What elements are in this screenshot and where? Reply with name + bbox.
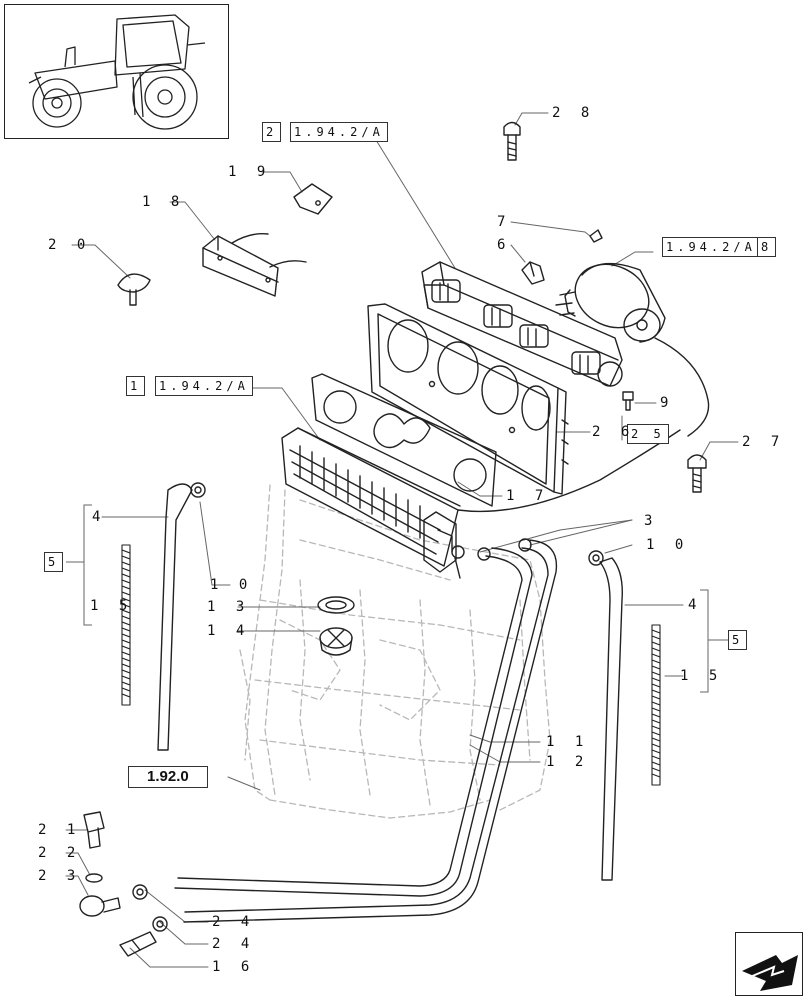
bolt-28	[503, 121, 521, 161]
callout-10-right: 1 0	[646, 537, 690, 553]
clamp-24b	[152, 916, 168, 932]
bolt-27	[687, 454, 707, 493]
screw-7	[589, 229, 603, 243]
hose-4-left	[157, 482, 206, 751]
callout-4-left: 4	[92, 509, 107, 525]
back-arrow-icon	[742, 955, 798, 991]
callout-9: 9	[660, 395, 675, 411]
callout-4-right: 4	[688, 597, 703, 613]
clip-6	[521, 261, 545, 285]
ref-box-5-right[interactable]: 5	[728, 630, 748, 650]
callout-28: 2 8	[552, 105, 596, 121]
ref-box-1-page[interactable]: 1.94.2/A	[155, 376, 253, 396]
blower-motor	[555, 262, 710, 437]
tractor-thumbnail	[4, 4, 229, 139]
callout-23: 2 3	[38, 868, 82, 884]
callout-7: 7	[497, 214, 512, 230]
hose-4-right	[588, 550, 623, 881]
callout-17: 1 7	[506, 488, 550, 504]
ref-box-8-page[interactable]: 1.94.2/A	[662, 237, 760, 257]
clamp-24a	[132, 884, 148, 900]
ref-box-5-left[interactable]: 5	[44, 552, 64, 572]
block-19	[293, 183, 333, 215]
banjo-23	[79, 895, 121, 917]
callout-3: 3	[644, 513, 659, 529]
valve-14	[319, 627, 353, 656]
spring-15-left	[121, 544, 131, 706]
callout-27: 2 7	[742, 434, 786, 450]
washer-22	[85, 873, 103, 883]
ref-box-8[interactable]: 8	[757, 237, 777, 257]
callout-15-right: 1 5	[680, 668, 724, 684]
ref-box-25[interactable]: 2 5	[627, 424, 669, 444]
callout-6: 6	[497, 237, 512, 253]
cab-frame-dashed	[239, 484, 551, 819]
gasket-17	[311, 373, 497, 507]
ring-13	[317, 596, 355, 614]
ref-box-1[interactable]: 1	[126, 376, 146, 396]
ref-box-2-page[interactable]: 1.94.2/A	[290, 122, 388, 142]
callout-18: 1 8	[142, 194, 186, 210]
knob-20	[117, 273, 151, 306]
callout-19: 1 9	[228, 164, 272, 180]
callout-14: 1 4	[207, 623, 251, 639]
callout-16: 1 6	[212, 959, 256, 975]
leader-lines	[65, 112, 739, 968]
fitting-16	[119, 931, 157, 957]
callout-26: 2 6	[592, 424, 636, 440]
screw-9	[622, 391, 634, 411]
ref-box-2[interactable]: 2	[262, 122, 282, 142]
callout-22: 2 2	[38, 845, 82, 861]
pipes-11-12	[174, 538, 558, 923]
spring-15-right	[651, 624, 661, 786]
frame-panel-26	[367, 303, 569, 495]
callout-15-left: 1 5	[90, 598, 134, 614]
seal-strip-18	[202, 233, 307, 297]
ref-box-1-92-0[interactable]: 1.92.0	[128, 766, 208, 788]
callout-13: 1 3	[207, 599, 251, 615]
heater-core	[281, 427, 681, 579]
callout-11: 1 1	[546, 734, 590, 750]
bolt-21	[83, 811, 105, 849]
callout-24-lower: 2 4	[212, 936, 256, 952]
callout-21: 2 1	[38, 822, 82, 838]
callout-10-left: 1 0	[210, 577, 254, 593]
callout-24-upper: 2 4	[212, 914, 256, 930]
callout-12: 1 2	[546, 754, 590, 770]
back-navigation-button[interactable]	[735, 932, 803, 996]
air-vent-duct	[421, 261, 623, 387]
tractor-icon	[28, 14, 206, 130]
callout-20: 2 0	[48, 237, 92, 253]
